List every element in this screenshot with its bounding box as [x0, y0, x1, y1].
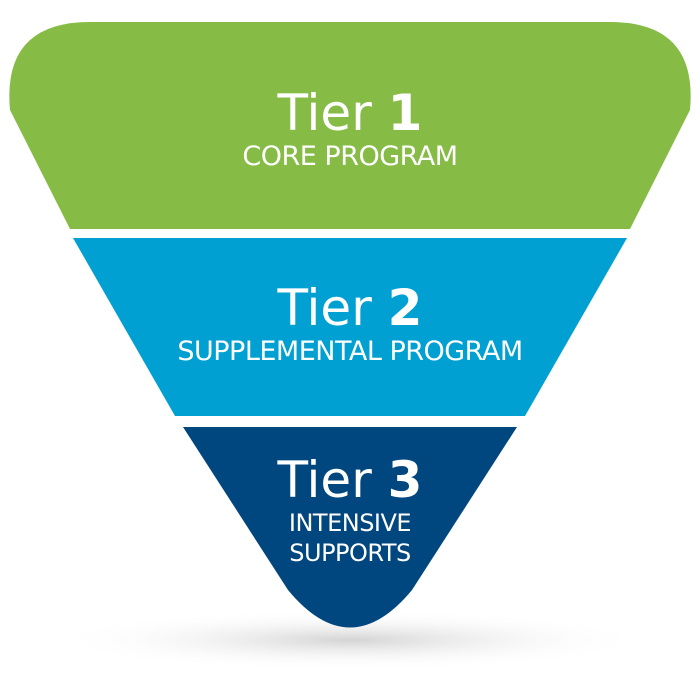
tier-2-band [73, 238, 627, 416]
tier-1-number: 1 [387, 84, 423, 142]
tier-1-band [9, 22, 691, 229]
drop-shadow [50, 610, 650, 670]
tier-3-label: Tier 3 INTENSIVE SUPPORTS [0, 452, 700, 568]
tier-3-word: Tier [277, 451, 372, 509]
tier-1-label: Tier 1 CORE PROGRAM [0, 85, 700, 173]
tier-3-number: 3 [387, 451, 423, 509]
tier-1-title: Tier 1 [0, 85, 700, 141]
tier-3-subtitle-line-2: SUPPORTS [289, 539, 411, 567]
tier-3-subtitle-line-1: INTENSIVE [288, 509, 412, 537]
tier-1-word: Tier [277, 84, 372, 142]
tier-3-title: Tier 3 [0, 452, 700, 508]
tier-1-subtitle: CORE PROGRAM [242, 141, 458, 172]
tier-2-subtitle: SUPPLEMENTAL PROGRAM [177, 336, 523, 367]
tier-3-band [183, 427, 517, 628]
tier-2-label: Tier 2 SUPPLEMENTAL PROGRAM [0, 280, 700, 368]
tier-2-number: 2 [387, 279, 423, 337]
tier-2-title: Tier 2 [0, 280, 700, 336]
tier-2-word: Tier [277, 279, 372, 337]
